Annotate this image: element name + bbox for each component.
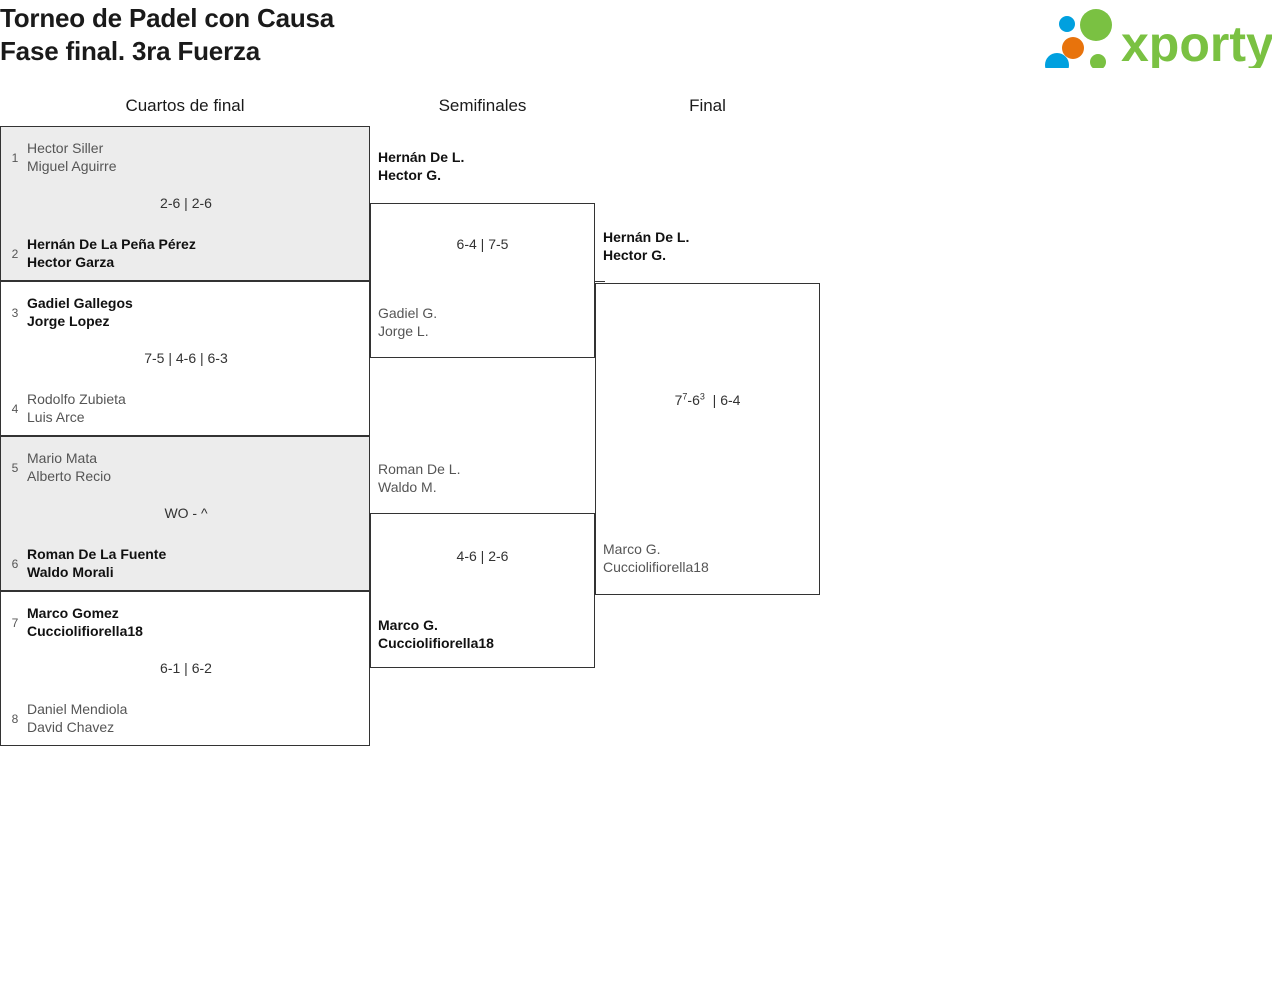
match-score: 6-1 | 6-2 bbox=[160, 660, 212, 676]
player-name: Hector G. bbox=[378, 167, 442, 183]
player-name: Rodolfo Zubieta bbox=[27, 391, 126, 407]
player-name: Luis Arce bbox=[27, 409, 85, 425]
final-set1-tiebreak-bottom: 3 bbox=[699, 391, 705, 402]
match-sf-2[interactable] bbox=[370, 513, 595, 668]
player-name: Gadiel G. bbox=[378, 305, 438, 321]
round-header-quarterfinals: Cuartos de final bbox=[125, 96, 245, 115]
team-sf2-top: Roman De L. Waldo M. bbox=[378, 460, 593, 496]
player-name: Gadiel Gallegos bbox=[27, 295, 133, 311]
player-name: Miguel Aguirre bbox=[27, 158, 117, 174]
team-qf4-bottom: Daniel Mendiola David Chavez bbox=[27, 700, 347, 736]
team-sf1-bottom: Gadiel G. Jorge L. bbox=[378, 304, 593, 340]
player-name: Mario Mata bbox=[27, 450, 98, 466]
xporty-logo[interactable]: xporty bbox=[1037, 8, 1272, 68]
page-header: Torneo de Padel con Causa Fase final. 3r… bbox=[0, 0, 1280, 92]
player-name: Marco G. bbox=[603, 541, 661, 557]
player-name: Hector Siller bbox=[27, 140, 104, 156]
player-name: Roman De L. bbox=[378, 461, 461, 477]
player-name: Daniel Mendiola bbox=[27, 701, 128, 717]
team-qf3-top: Mario Mata Alberto Recio bbox=[27, 449, 347, 485]
seed-number: 4 bbox=[11, 402, 19, 416]
match-qf-3[interactable]: 5 Mario Mata Alberto Recio WO - ^ 6 Roma… bbox=[0, 436, 370, 591]
team-qf3-bottom: Roman De La Fuente Waldo Morali bbox=[27, 545, 347, 581]
final-set1-opponent-games: 6 bbox=[692, 392, 700, 408]
team-qf1-bottom: Hernán De La Peña Pérez Hector Garza bbox=[27, 235, 347, 271]
bracket: 1 Hector Siller Miguel Aguirre 2-6 | 2-6… bbox=[0, 126, 900, 766]
player-name: Waldo Morali bbox=[27, 564, 114, 580]
logo-wordmark: xporty bbox=[1121, 16, 1272, 68]
match-score-final: 77-63 | 6-4 bbox=[674, 391, 741, 408]
score-separator: | bbox=[708, 392, 721, 408]
player-name: Hector Garza bbox=[27, 254, 115, 270]
seed-number: 3 bbox=[11, 306, 19, 320]
match-sf-1[interactable] bbox=[370, 203, 595, 358]
player-name: Marco Gomez bbox=[27, 605, 119, 621]
player-name: David Chavez bbox=[27, 719, 115, 735]
seed-number: 7 bbox=[11, 616, 19, 630]
team-qf1-top: Hector Siller Miguel Aguirre bbox=[27, 139, 347, 175]
seed-number: 1 bbox=[11, 151, 19, 165]
player-name: Jorge L. bbox=[378, 323, 429, 339]
match-qf-1[interactable]: 1 Hector Siller Miguel Aguirre 2-6 | 2-6… bbox=[0, 126, 370, 281]
team-sf2-bottom: Marco G. Cucciolifiorella18 bbox=[378, 616, 593, 652]
team-final-bottom: Marco G. Cucciolifiorella18 bbox=[603, 540, 818, 576]
match-score: 7-5 | 4-6 | 6-3 bbox=[144, 350, 228, 366]
player-name: Hernán De La Peña Pérez bbox=[27, 236, 196, 252]
match-qf-4[interactable]: 7 Marco Gomez Cucciolifiorella18 6-1 | 6… bbox=[0, 591, 370, 746]
match-qf-2[interactable]: 3 Gadiel Gallegos Jorge Lopez 7-5 | 4-6 … bbox=[0, 281, 370, 436]
match-score: 2-6 | 2-6 bbox=[160, 195, 212, 211]
title-line-1: Torneo de Padel con Causa bbox=[0, 3, 335, 33]
match-score: 6-4 | 7-5 bbox=[456, 236, 509, 252]
player-name: Alberto Recio bbox=[27, 468, 112, 484]
seed-number: 5 bbox=[11, 461, 19, 475]
match-final[interactable] bbox=[595, 283, 820, 595]
final-set2: 6-4 bbox=[720, 392, 741, 408]
player-name: Hernán De L. bbox=[378, 149, 465, 165]
seed-number: 8 bbox=[11, 712, 19, 726]
player-name: Cucciolifiorella18 bbox=[603, 559, 709, 575]
team-qf4-top: Marco Gomez Cucciolifiorella18 bbox=[27, 604, 347, 640]
page-title: Torneo de Padel con Causa Fase final. 3r… bbox=[0, 2, 334, 68]
player-name: Roman De La Fuente bbox=[27, 546, 167, 562]
round-header-final: Final bbox=[689, 96, 726, 115]
player-name: Cucciolifiorella18 bbox=[378, 635, 494, 651]
round-header-semifinals: Semifinales bbox=[438, 96, 527, 115]
team-sf1-top: Hernán De L. Hector G. bbox=[378, 148, 593, 184]
final-set1-games: 7 bbox=[674, 392, 683, 408]
team-final-top: Hernán De L. Hector G. bbox=[603, 228, 818, 264]
seed-number: 6 bbox=[11, 557, 19, 571]
final-set1-tiebreak-top: 7 bbox=[682, 391, 688, 402]
seed-number: 2 bbox=[11, 247, 19, 261]
player-name: Waldo M. bbox=[378, 479, 437, 495]
logo-dots-icon bbox=[1045, 9, 1112, 68]
player-name: Jorge Lopez bbox=[27, 313, 110, 329]
connector-sf1-to-final bbox=[595, 281, 605, 282]
player-name: Cucciolifiorella18 bbox=[27, 623, 143, 639]
title-line-2: Fase final. 3ra Fuerza bbox=[0, 36, 261, 66]
team-qf2-bottom: Rodolfo Zubieta Luis Arce bbox=[27, 390, 347, 426]
team-qf2-top: Gadiel Gallegos Jorge Lopez bbox=[27, 294, 347, 330]
match-score: WO - ^ bbox=[164, 505, 208, 521]
player-name: Hernán De L. bbox=[603, 229, 690, 245]
player-name: Marco G. bbox=[378, 617, 438, 633]
player-name: Hector G. bbox=[603, 247, 667, 263]
match-score: 4-6 | 2-6 bbox=[456, 548, 509, 564]
